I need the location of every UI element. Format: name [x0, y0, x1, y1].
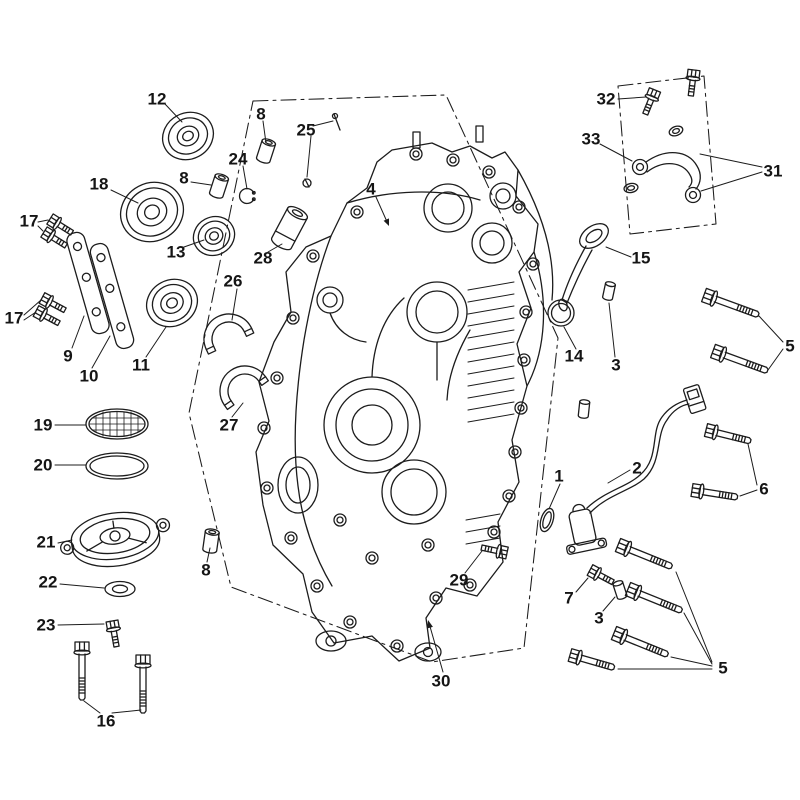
callout-31: 31 — [763, 161, 783, 181]
callout-7: 7 — [564, 588, 574, 608]
seal-1-drawing — [539, 507, 555, 533]
bolts-5-right-drawing — [700, 286, 771, 380]
bearing-12-drawing — [161, 111, 215, 161]
callout-12: 12 — [147, 89, 167, 109]
callout-22: 22 — [38, 572, 58, 592]
callout-5-bottom: 5 — [718, 658, 728, 678]
callout-32: 32 — [596, 89, 616, 109]
crankcase-drawing — [255, 125, 554, 662]
callout-10: 10 — [79, 366, 99, 386]
callout-2: 2 — [632, 458, 642, 478]
callout-17-top: 17 — [19, 211, 39, 231]
leader-lines — [23, 96, 784, 714]
callout-26: 26 — [223, 271, 243, 291]
o-ring-14-drawing — [547, 299, 575, 327]
callout-28: 28 — [253, 248, 273, 268]
callout-25: 25 — [296, 120, 316, 140]
circlip-24-drawing — [238, 187, 256, 205]
callout-1: 1 — [554, 466, 564, 486]
callout-33: 33 — [581, 129, 601, 149]
bearing-shell-27-drawing — [219, 365, 269, 411]
dowel-pin-8-mid-drawing — [207, 171, 231, 201]
callout-8-top: 8 — [256, 104, 266, 124]
filter-cover-21-drawing — [60, 511, 171, 568]
callout-20: 20 — [33, 455, 53, 475]
callout-8-mid: 8 — [179, 168, 189, 188]
o-ring-20-drawing — [85, 452, 149, 480]
dowel-pin-8-bottom-drawing — [201, 527, 221, 555]
bearing-11-drawing — [145, 278, 199, 328]
bearing-18-drawing — [119, 181, 185, 243]
pin-28-drawing — [270, 205, 309, 251]
callout-24: 24 — [228, 149, 248, 169]
callout-8-bottom: 8 — [201, 560, 211, 580]
dowel-3-mid-drawing — [577, 398, 591, 420]
callout-27: 27 — [219, 415, 239, 435]
callout-14: 14 — [564, 346, 584, 366]
callout-18: 18 — [89, 174, 109, 194]
cooling-fins — [465, 281, 515, 545]
callout-29: 29 — [449, 570, 469, 590]
callout-6: 6 — [759, 479, 769, 499]
dipstick-15-drawing — [558, 223, 609, 312]
screws-17-bottom-drawing — [32, 291, 69, 331]
callout-23: 23 — [36, 615, 56, 635]
callout-21: 21 — [36, 532, 56, 552]
bolt-29-drawing — [479, 540, 510, 561]
clip-25-drawing — [302, 112, 341, 188]
bearing-13-drawing — [192, 215, 236, 257]
callout-15: 15 — [631, 248, 651, 268]
oil-strainer-19-drawing — [85, 408, 149, 440]
bolts-6-drawing — [690, 422, 754, 506]
oil-pipe-assembly-drawing — [623, 68, 702, 204]
screws-17-top-drawing — [39, 212, 77, 253]
bolts-5-bottom-drawing — [567, 536, 686, 676]
callout-5-right: 5 — [785, 336, 795, 356]
callout-3-bottom: 3 — [594, 608, 604, 628]
sensor-2-drawing — [566, 384, 707, 555]
retainer-plate-9-drawing — [66, 231, 110, 335]
bearing-shell-26-drawing — [203, 313, 255, 355]
callout-9: 9 — [63, 346, 73, 366]
retainer-plate-10-drawing — [89, 242, 135, 350]
callout-17-bottom: 17 — [4, 308, 24, 328]
callout-11: 11 — [132, 355, 150, 375]
callout-19: 19 — [33, 415, 53, 435]
dowel-3-top-drawing — [601, 280, 617, 302]
callout-3-top: 3 — [611, 355, 621, 375]
callout-4: 4 — [366, 179, 376, 199]
callout-13: 13 — [166, 242, 186, 262]
callout-16: 16 — [96, 711, 116, 731]
bolt-7-drawing — [586, 563, 617, 590]
bolt-23-drawing — [104, 619, 125, 649]
callout-30: 30 — [431, 671, 451, 691]
washer-22-drawing — [104, 580, 136, 598]
